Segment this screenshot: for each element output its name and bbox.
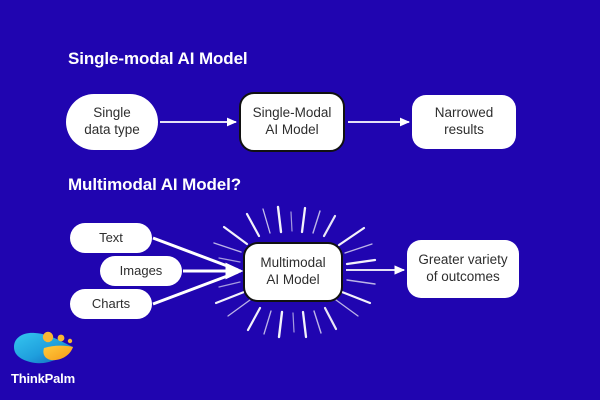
node-line-1: Single-Modal: [252, 105, 332, 121]
node-line-1: Single: [93, 105, 131, 121]
node-single-data-type: Single data type: [66, 94, 158, 150]
node-line-2: results: [444, 122, 484, 137]
node-line-2: AI Model: [265, 122, 319, 137]
node-single-modal-ai-model: Single-Modal AI Model: [239, 92, 345, 152]
logo-crescent-shape: [43, 345, 73, 361]
thinkpalm-logo-mark: [14, 331, 73, 364]
node-input-charts: Charts: [70, 289, 152, 319]
node-line-2: of outcomes: [426, 269, 500, 284]
node-multimodal-ai-model: Multimodal AI Model: [243, 242, 343, 302]
node-line-1: Multimodal: [260, 255, 326, 271]
logo-dot-medium: [57, 334, 65, 342]
node-line-2: AI Model: [266, 272, 320, 287]
node-narrowed-results: Narrowed results: [412, 95, 516, 149]
node-greater-variety-of-outcomes: Greater variety of outcomes: [407, 240, 519, 298]
node-line-1: Greater variety: [418, 252, 508, 268]
logo-dot-large: [42, 331, 54, 343]
node-input-text: Text: [70, 223, 152, 253]
node-line-2: data type: [84, 122, 140, 137]
heading-multimodal: Multimodal AI Model?: [68, 175, 242, 194]
node-input-images: Images: [100, 256, 182, 286]
thinkpalm-logo-text: ThinkPalm: [11, 371, 75, 386]
node-line-1: Narrowed: [434, 105, 494, 121]
thinkpalm-logo: ThinkPalm: [10, 330, 90, 392]
heading-single-modal: Single-modal AI Model: [68, 49, 248, 68]
logo-dot-small: [67, 338, 73, 344]
